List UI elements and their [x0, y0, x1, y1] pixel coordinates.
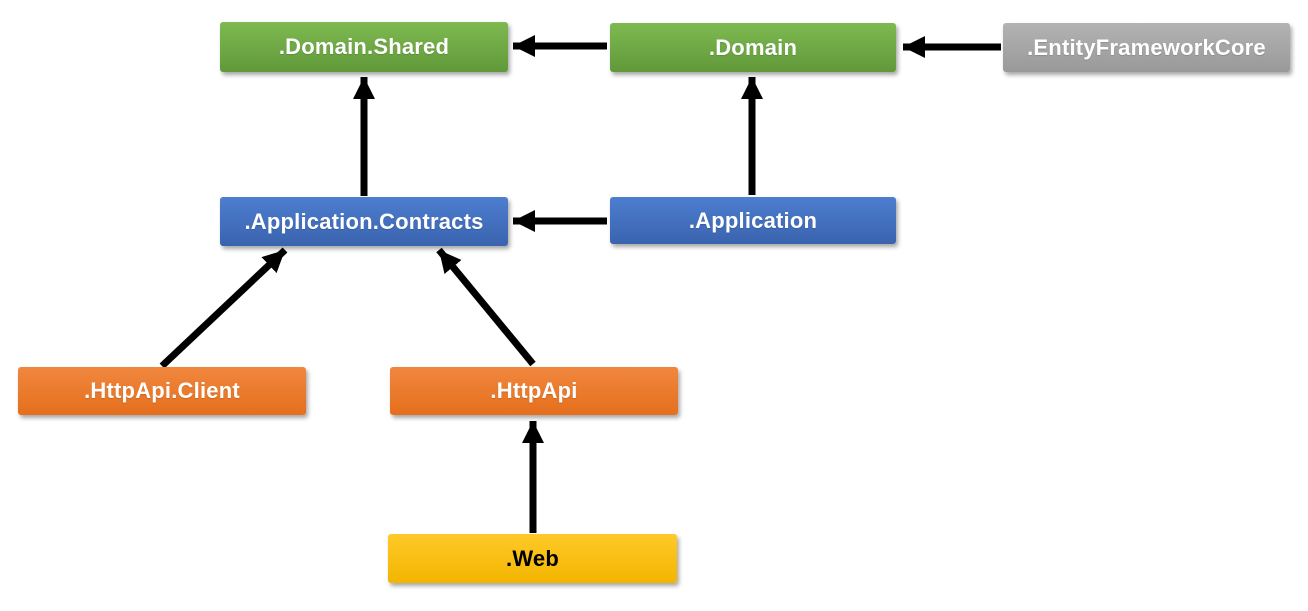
dependency-arrows	[159, 35, 1001, 533]
node-label-entityframeworkcore: .EntityFrameworkCore	[1027, 34, 1266, 60]
node-httpapi: .HttpApi	[390, 367, 678, 415]
node-domain: .Domain	[610, 23, 896, 72]
node-httpapi-client: .HttpApi.Client	[18, 367, 306, 415]
arrow-httpapi-to-application-contracts	[436, 247, 536, 367]
node-label-httpapi-client: .HttpApi.Client	[84, 378, 240, 403]
node-entityframeworkcore: .EntityFrameworkCore	[1003, 23, 1290, 72]
node-application: .Application	[610, 197, 896, 244]
node-label-domain-shared: .Domain.Shared	[278, 34, 450, 59]
node-application-contracts: .Application.Contracts	[220, 197, 508, 246]
node-label-httpapi: .HttpApi	[490, 378, 578, 403]
node-label-domain: .Domain	[708, 34, 798, 60]
node-label-web: .Web	[506, 545, 559, 571]
arrow-httpapi-client-to-application-contracts	[159, 247, 288, 369]
node-label-application-contracts: .Application.Contracts	[244, 208, 484, 234]
node-label-application: .Application	[688, 207, 818, 233]
node-web: .Web	[388, 534, 677, 583]
node-domain-shared: .Domain.Shared	[220, 22, 508, 72]
